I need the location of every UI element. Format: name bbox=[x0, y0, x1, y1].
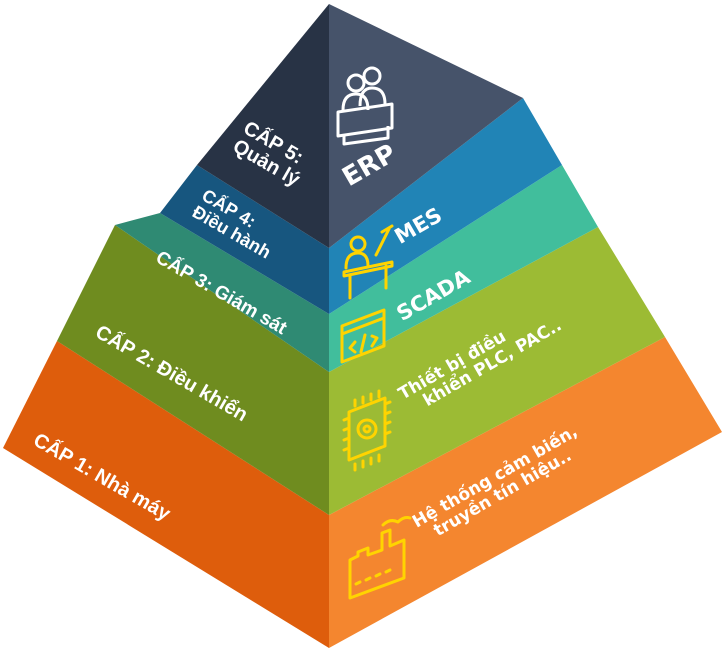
level-4-right-face bbox=[329, 98, 562, 314]
level-1-left-face bbox=[3, 341, 329, 648]
factory-icon bbox=[348, 516, 412, 600]
level-4-left-face bbox=[160, 165, 329, 314]
worker-desk-icon bbox=[342, 224, 394, 300]
level-2-right-face bbox=[329, 227, 665, 515]
level-3-right-face bbox=[329, 165, 598, 372]
level-1-right-face bbox=[329, 337, 722, 648]
code-window-icon bbox=[340, 308, 386, 364]
chip-gear-icon bbox=[342, 389, 392, 472]
level-3-left-face bbox=[115, 213, 329, 372]
level-2-left-face bbox=[57, 225, 329, 515]
level-5-left-face bbox=[197, 4, 329, 248]
level-5-right-face bbox=[329, 4, 523, 248]
meeting-icon bbox=[336, 66, 394, 146]
